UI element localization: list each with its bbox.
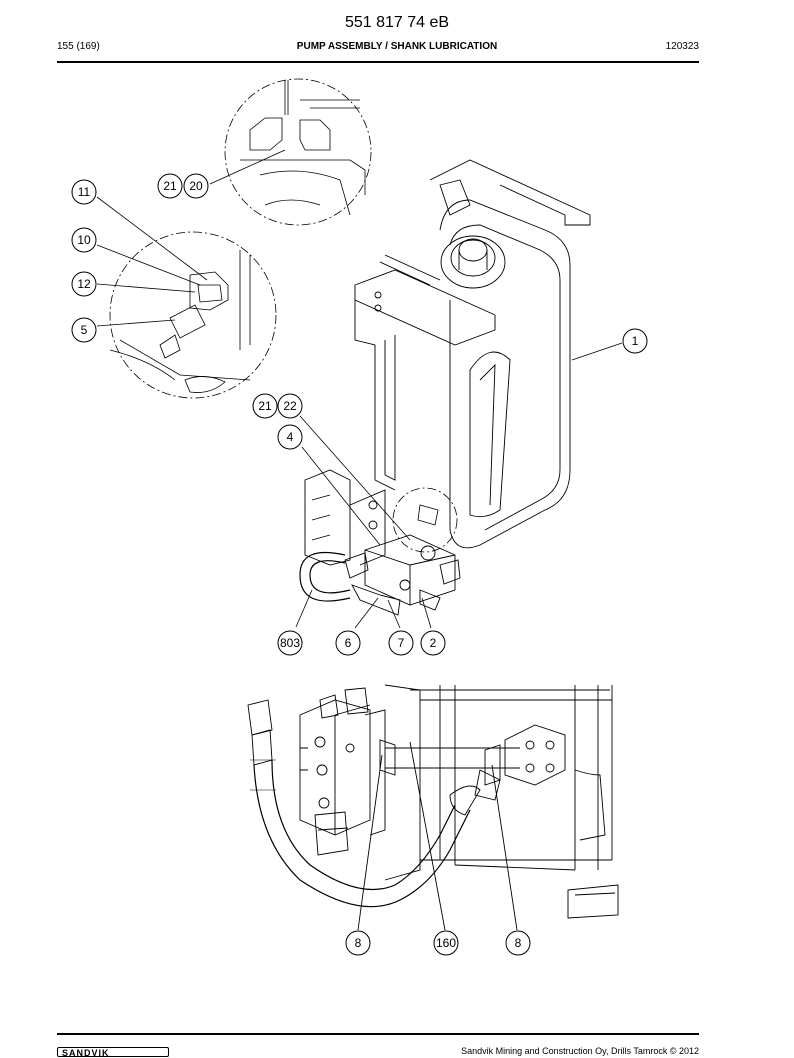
- callout-number: 6: [345, 636, 352, 650]
- callout-number: 8: [515, 936, 522, 950]
- callout-number: 803: [280, 636, 300, 650]
- copyright-notice: Sandvik Mining and Construction Oy, Dril…: [461, 1046, 699, 1056]
- callout-circle: [505, 930, 531, 956]
- callout-number: 21: [258, 399, 272, 413]
- callout-number: 12: [77, 277, 91, 291]
- callout-circle: [433, 930, 459, 956]
- header-rule: [57, 61, 699, 63]
- callout-circle: [252, 393, 278, 419]
- callout-circle: [71, 227, 97, 253]
- top-illustration: [96, 78, 623, 629]
- callout-number: 7: [398, 636, 405, 650]
- callout-circle: [622, 328, 648, 354]
- callout-circle: [277, 630, 303, 656]
- page-number: 155 (169): [57, 41, 100, 52]
- callout-circle: [71, 317, 97, 343]
- callout-circle: [345, 930, 371, 956]
- callout-number: 5: [81, 323, 88, 337]
- callout-number: 21: [163, 179, 177, 193]
- callout-bubbles: 11 10 12 5 21 20 1 21 22 4 803 6 7 2 8 160 8: [71, 173, 648, 956]
- bottom-illustration: [247, 684, 619, 931]
- callout-circle: [71, 179, 97, 205]
- callout-number: 20: [189, 179, 203, 193]
- callout-number: 10: [77, 233, 91, 247]
- footer-rule: [57, 1033, 699, 1035]
- callout-number: 2: [430, 636, 437, 650]
- date-code: 120323: [665, 41, 699, 52]
- callout-circle: [157, 173, 183, 199]
- callout-number: 8: [355, 936, 362, 950]
- callout-number: 160: [436, 936, 456, 950]
- callout-number: 1: [632, 334, 639, 348]
- callout-number: 22: [283, 399, 297, 413]
- callout-circle: [388, 630, 414, 656]
- callout-circle: [335, 630, 361, 656]
- callout-circle: [183, 173, 209, 199]
- section-title: PUMP ASSEMBLY / SHANK LUBRICATION: [296, 41, 498, 52]
- callout-circle: [71, 271, 97, 297]
- callout-circle: [277, 393, 303, 419]
- document-number: 551 817 74 eB: [344, 14, 450, 31]
- callout-circle: [277, 424, 303, 450]
- sandvik-logo: SANDVIK: [57, 1047, 169, 1058]
- detail-view-circle: [224, 78, 372, 226]
- callout-number: 11: [78, 185, 91, 199]
- callout-circle: [420, 630, 446, 656]
- detail-view-circle: [109, 231, 277, 399]
- callout-number: 4: [287, 430, 294, 444]
